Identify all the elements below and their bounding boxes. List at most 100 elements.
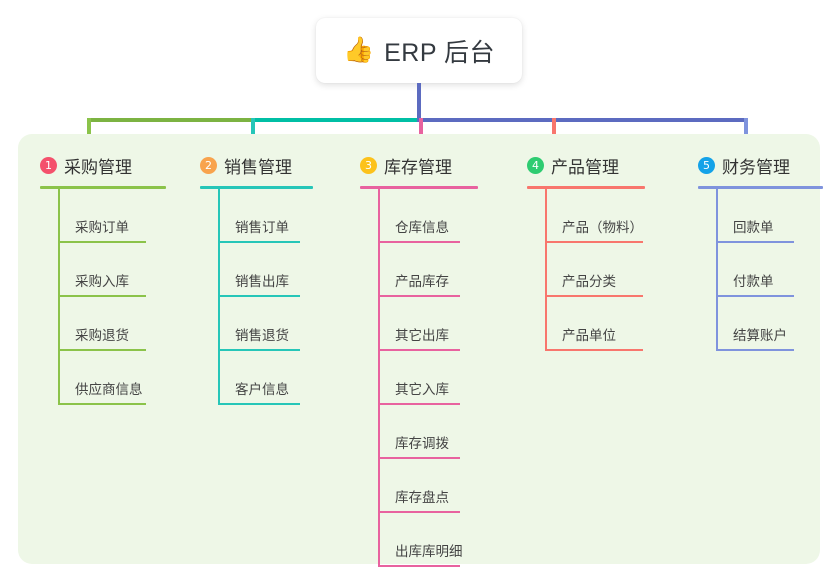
leaf-item-label: 出库库明细 bbox=[395, 544, 463, 559]
leaf-item[interactable]: 库存盘点 bbox=[378, 459, 460, 513]
column-header-rule-1 bbox=[40, 186, 166, 189]
leaf-item[interactable]: 结算账户 bbox=[716, 297, 794, 351]
leaf-item-label: 销售退货 bbox=[235, 328, 289, 343]
column-badge-3: 3 bbox=[360, 156, 377, 174]
column-title-3: 库存管理 bbox=[384, 157, 452, 177]
column-2: 2 销售管理销售订单销售出库销售退货客户信息 bbox=[180, 152, 313, 405]
leaf-item-rule bbox=[545, 295, 643, 297]
leaf-item-label: 产品库存 bbox=[395, 274, 449, 289]
leaf-item-label: 回款单 bbox=[733, 220, 774, 235]
column-spine-4 bbox=[545, 189, 547, 351]
leaf-item-label: 采购入库 bbox=[75, 274, 129, 289]
column-header-3[interactable]: 3 库存管理 bbox=[340, 152, 452, 178]
leaf-item-rule bbox=[378, 511, 460, 513]
root-stem bbox=[417, 83, 421, 122]
column-spine-1 bbox=[58, 189, 60, 405]
leaf-item[interactable]: 产品单位 bbox=[545, 297, 643, 351]
bus-segment-blue bbox=[417, 118, 747, 122]
leaf-item[interactable]: 产品分类 bbox=[545, 243, 643, 297]
column-title-5: 财务管理 bbox=[722, 157, 790, 177]
leaf-item[interactable]: 其它入库 bbox=[378, 351, 460, 405]
column-spine-2 bbox=[218, 189, 220, 405]
leaf-item-rule bbox=[378, 349, 460, 351]
leaf-item-rule bbox=[716, 349, 794, 351]
leaf-item-rule bbox=[378, 241, 460, 243]
leaf-item[interactable]: 采购订单 bbox=[58, 189, 146, 243]
leaf-item[interactable]: 销售退货 bbox=[218, 297, 300, 351]
leaf-item-rule bbox=[716, 295, 794, 297]
column-spine-5 bbox=[716, 189, 718, 351]
leaf-item-rule bbox=[378, 403, 460, 405]
leaf-item[interactable]: 仓库信息 bbox=[378, 189, 460, 243]
leaf-item[interactable]: 采购退货 bbox=[58, 297, 146, 351]
leaf-item-rule bbox=[218, 349, 300, 351]
column-5: 5 财务管理回款单付款单结算账户 bbox=[678, 152, 823, 351]
leaf-item-label: 付款单 bbox=[733, 274, 774, 289]
root-node[interactable]: 👍 ERP 后台 bbox=[316, 18, 522, 83]
bus-segment-green bbox=[88, 118, 254, 122]
leaf-item[interactable]: 其它出库 bbox=[378, 297, 460, 351]
leaf-item-label: 采购退货 bbox=[75, 328, 129, 343]
column-title-2: 销售管理 bbox=[224, 157, 292, 177]
leaf-item-rule bbox=[58, 241, 146, 243]
column-header-rule-2 bbox=[200, 186, 313, 189]
leaf-item-rule bbox=[716, 241, 794, 243]
column-header-2[interactable]: 2 销售管理 bbox=[180, 152, 292, 178]
column-title-1: 采购管理 bbox=[64, 157, 132, 177]
leaf-item-rule bbox=[218, 295, 300, 297]
column-header-rule-5 bbox=[698, 186, 823, 189]
leaf-item-rule bbox=[58, 349, 146, 351]
leaf-item[interactable]: 销售出库 bbox=[218, 243, 300, 297]
leaf-item[interactable]: 客户信息 bbox=[218, 351, 300, 405]
leaf-item-label: 产品（物料） bbox=[562, 220, 643, 235]
leaf-item[interactable]: 付款单 bbox=[716, 243, 794, 297]
bus-segment-teal bbox=[252, 118, 419, 122]
leaf-item-label: 其它入库 bbox=[395, 382, 449, 397]
leaf-item[interactable]: 销售订单 bbox=[218, 189, 300, 243]
leaf-item-label: 产品单位 bbox=[562, 328, 616, 343]
leaf-item[interactable]: 产品库存 bbox=[378, 243, 460, 297]
leaf-item[interactable]: 库存调拨 bbox=[378, 405, 460, 459]
column-badge-5: 5 bbox=[698, 156, 715, 174]
column-badge-1: 1 bbox=[40, 156, 57, 174]
leaf-item[interactable]: 出库库明细 bbox=[378, 513, 463, 567]
leaf-item-label: 仓库信息 bbox=[395, 220, 449, 235]
leaf-item-label: 库存盘点 bbox=[395, 490, 449, 505]
thumbs-up-icon: 👍 bbox=[342, 36, 375, 64]
leaf-item-rule bbox=[58, 295, 146, 297]
leaf-item[interactable]: 产品（物料） bbox=[545, 189, 643, 243]
leaf-item-rule bbox=[378, 295, 460, 297]
leaf-item-rule bbox=[545, 349, 643, 351]
leaf-item-rule bbox=[218, 403, 300, 405]
leaf-item-rule bbox=[545, 241, 643, 243]
leaf-item-rule bbox=[378, 565, 460, 567]
leaf-item-label: 供应商信息 bbox=[75, 382, 143, 397]
leaf-item-rule bbox=[378, 457, 460, 459]
leaf-item-label: 客户信息 bbox=[235, 382, 289, 397]
leaf-item-label: 产品分类 bbox=[562, 274, 616, 289]
column-header-5[interactable]: 5 财务管理 bbox=[678, 152, 790, 178]
column-3: 3 库存管理仓库信息产品库存其它出库其它入库库存调拨库存盘点出库库明细 bbox=[340, 152, 478, 567]
column-1: 1 采购管理采购订单采购入库采购退货供应商信息 bbox=[20, 152, 166, 405]
column-header-4[interactable]: 4 产品管理 bbox=[507, 152, 619, 178]
leaf-item-label: 结算账户 bbox=[733, 328, 787, 343]
leaf-item-label: 销售出库 bbox=[235, 274, 289, 289]
leaf-item-label: 其它出库 bbox=[395, 328, 449, 343]
root-title: ERP 后台 bbox=[384, 38, 496, 67]
leaf-item-rule bbox=[218, 241, 300, 243]
column-badge-2: 2 bbox=[200, 156, 217, 174]
leaf-item[interactable]: 回款单 bbox=[716, 189, 794, 243]
leaf-item-rule bbox=[58, 403, 146, 405]
leaf-item-label: 销售订单 bbox=[235, 220, 289, 235]
leaf-item-label: 库存调拨 bbox=[395, 436, 449, 451]
leaf-item[interactable]: 采购入库 bbox=[58, 243, 146, 297]
leaf-item[interactable]: 供应商信息 bbox=[58, 351, 146, 405]
column-4: 4 产品管理产品（物料） 产品分类产品单位 bbox=[507, 152, 645, 351]
column-header-rule-3 bbox=[360, 186, 478, 189]
leaf-item-label: 采购订单 bbox=[75, 220, 129, 235]
column-title-4: 产品管理 bbox=[551, 157, 619, 177]
column-spine-3 bbox=[378, 189, 380, 567]
column-header-1[interactable]: 1 采购管理 bbox=[20, 152, 132, 178]
column-header-rule-4 bbox=[527, 186, 645, 189]
column-badge-4: 4 bbox=[527, 156, 544, 174]
